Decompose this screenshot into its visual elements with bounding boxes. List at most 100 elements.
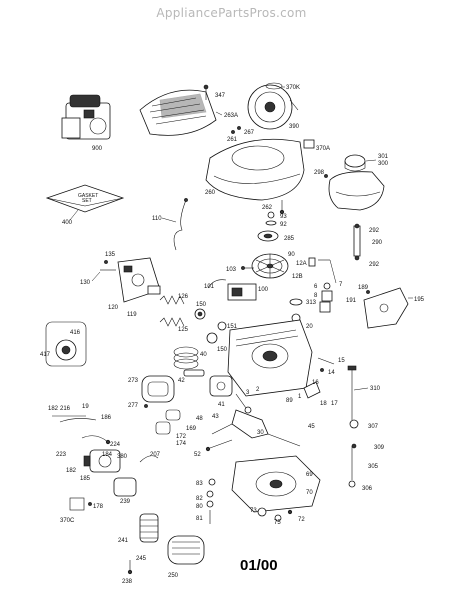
cylinder-block-1[interactable] [227,319,313,397]
decal-370c[interactable] [69,497,85,511]
fuel-line-290[interactable] [353,223,361,261]
screw-309[interactable] [351,443,357,449]
gasket-set-envelope[interactable] [45,184,125,213]
valve-150-upper[interactable] [194,308,206,320]
wire-110[interactable] [173,199,187,251]
inset-box-416[interactable] [45,321,87,367]
dipstick-310[interactable] [347,365,357,420]
muffler-guard-241[interactable] [139,513,159,543]
rewind-starter-390[interactable] [247,84,299,130]
callout-119: 119 [127,312,137,318]
piston-pin-42[interactable] [183,369,205,377]
seal-7[interactable] [319,301,331,313]
screw-261[interactable] [231,130,235,134]
callout-19: 19 [82,404,89,410]
sump-70[interactable] [231,455,321,513]
camshaft-3[interactable] [235,393,252,414]
air-cleaner-273[interactable] [141,375,175,403]
callout-90: 90 [288,252,295,258]
screw-262[interactable] [279,209,285,215]
callout-250: 250 [168,573,179,579]
callout-40: 40 [200,352,207,358]
engine-cover-263a[interactable] [139,89,217,136]
control-bracket-191[interactable] [363,287,409,329]
callout-2: 2 [256,387,260,393]
armature-100[interactable] [227,283,257,301]
callout-310: 310 [370,386,381,392]
valve-spring-126[interactable] [159,295,185,305]
callout-184: 184 [102,452,113,458]
seal-306[interactable] [348,480,356,488]
fuel-cap-300[interactable] [344,154,366,172]
screw-238[interactable] [127,560,133,575]
screw-178[interactable] [88,502,92,506]
piston-41[interactable] [209,375,233,397]
callout-301: 301 [378,154,389,160]
callout-370k: 370K [286,85,300,91]
washer-92[interactable] [265,220,277,226]
callout-241: 241 [118,538,129,544]
callout-307: 307 [368,424,379,430]
seal-8[interactable] [321,290,333,302]
valve-spring-125[interactable] [159,317,185,327]
callout-417: 417 [40,352,51,358]
callout-306: 306 [362,486,373,492]
callout-262: 262 [262,205,273,211]
carb-body-239[interactable] [113,477,137,497]
decal-370a[interactable] [303,139,315,149]
washer-82[interactable] [206,490,214,498]
gasket-172[interactable] [155,421,171,435]
washer-6[interactable] [323,282,331,290]
callout-12a: 12A [296,261,307,267]
tube-15[interactable] [317,357,335,365]
callout-185: 185 [80,476,91,482]
engine-assembly-illustration[interactable] [61,94,111,140]
screw-14[interactable] [320,368,324,372]
muffler-250[interactable] [167,535,205,565]
bracket-120[interactable] [117,257,161,303]
bolt-52[interactable] [205,439,233,452]
screw-347[interactable] [203,84,209,100]
wire-101[interactable] [207,279,227,289]
screw-189[interactable] [366,290,370,294]
screw-298[interactable] [324,174,328,178]
seal-73[interactable] [257,507,267,517]
washer-83[interactable] [208,478,216,486]
crankshaft-45[interactable] [211,409,301,447]
seal-307[interactable] [349,419,359,429]
callout-900: 900 [92,146,103,152]
carburetor-380[interactable] [83,449,121,473]
flywheel-90[interactable] [251,253,289,279]
piston-rings-40[interactable] [173,346,199,370]
screw-103[interactable] [241,266,245,270]
screw-72[interactable] [287,509,293,515]
ring-370k[interactable] [265,82,283,90]
washer-80[interactable] [206,500,214,508]
cap-313[interactable] [289,298,303,306]
linkage-186[interactable] [52,415,97,423]
fuel-tank-298[interactable] [328,171,385,211]
gasket-169[interactable] [165,409,181,421]
callout-216: 216 [60,406,71,412]
key-12a[interactable] [308,257,316,267]
callout-239: 239 [120,499,131,505]
blower-housing-260[interactable] [205,138,305,201]
callout-292a: 292 [369,228,380,234]
callout-6: 6 [314,284,318,290]
screw-135[interactable] [104,260,108,264]
plug-75[interactable] [274,514,282,522]
tappet-151[interactable] [217,321,227,331]
screw-267[interactable] [237,126,241,130]
throttle-224[interactable] [81,435,111,445]
gasket-set-label-line1: GASKET [78,193,98,199]
nut-93[interactable] [267,211,275,219]
valve-150-lower[interactable] [206,332,218,344]
cup-285[interactable] [257,230,279,242]
callout-45: 45 [308,424,315,430]
screw-277[interactable] [144,404,148,408]
callout-416: 416 [70,330,81,336]
wire-207[interactable] [139,455,159,463]
gasket-119[interactable] [147,285,161,295]
governor-17[interactable] [303,381,321,399]
callout-17: 17 [331,401,338,407]
